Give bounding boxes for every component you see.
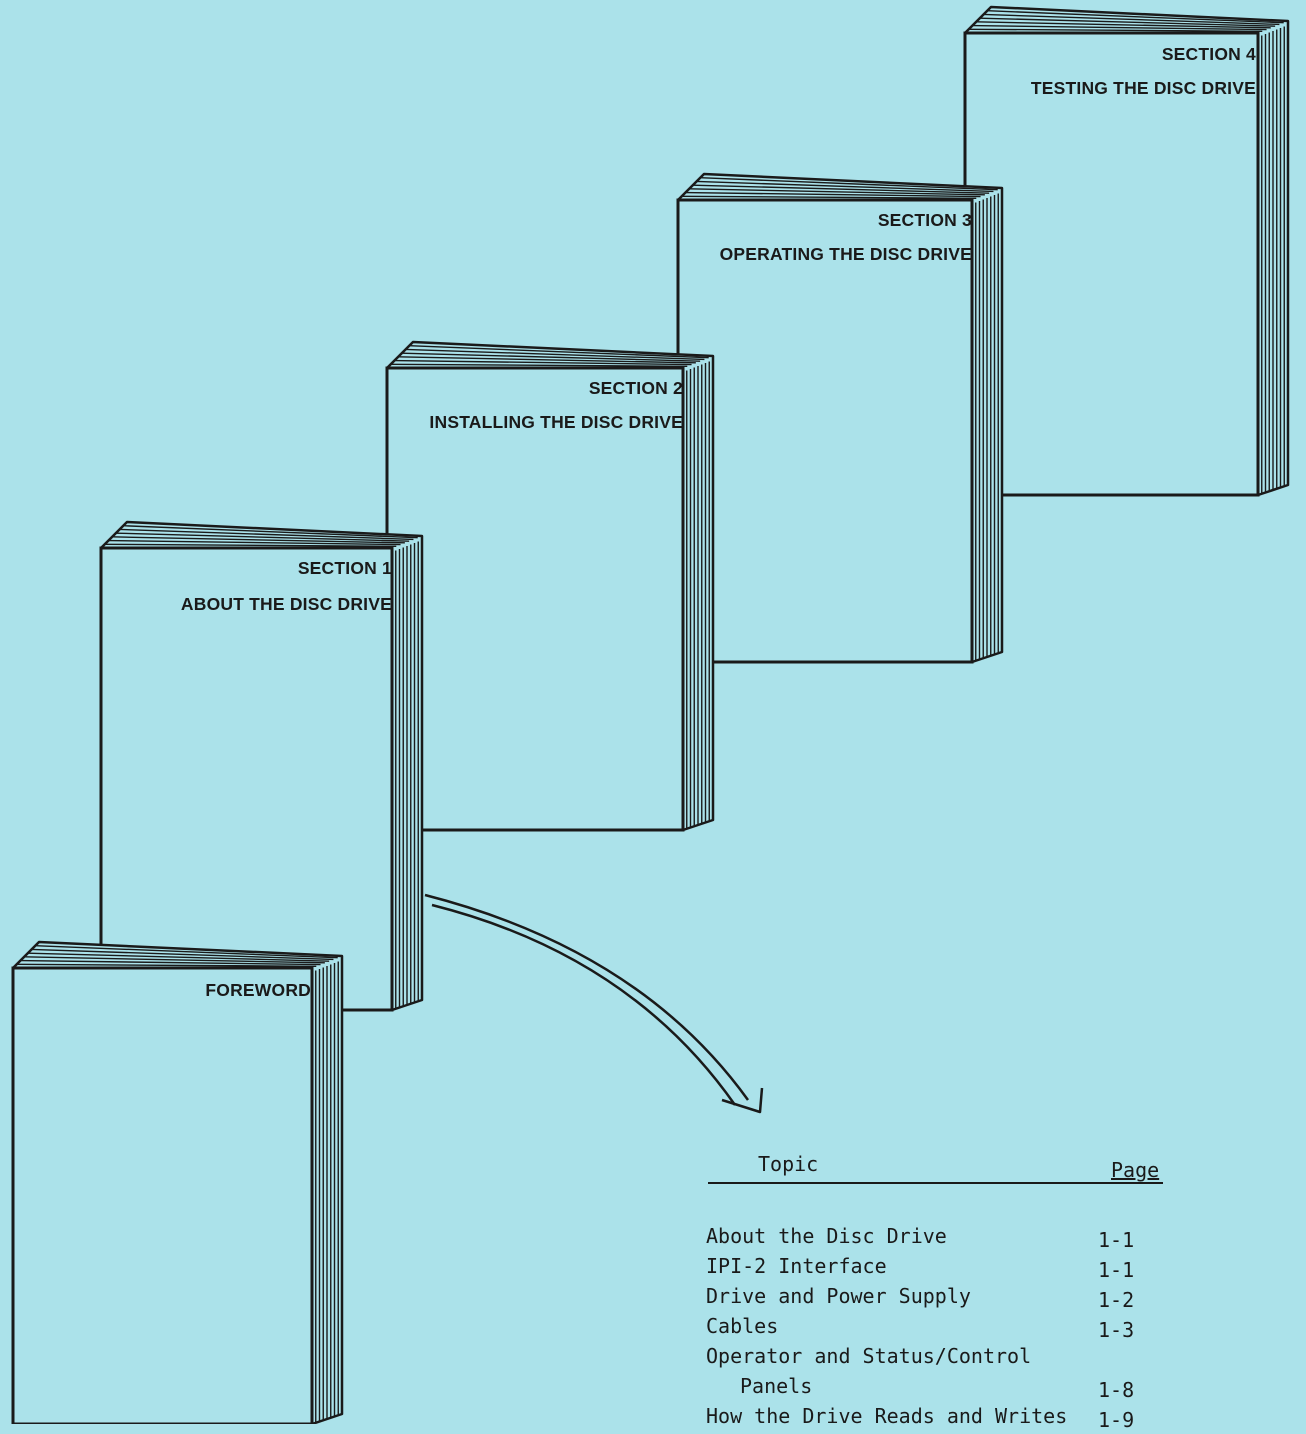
toc-page: 1-9: [1098, 1408, 1135, 1432]
toc-topic: How the Drive Reads and Writes: [706, 1404, 1068, 1428]
book-page-edge: [696, 180, 994, 193]
book-page-edge: [987, 10, 1284, 24]
toc-row: IPI-2 Interface 1-1: [703, 1254, 1173, 1284]
toc-page: 1-2: [1098, 1288, 1135, 1312]
toc-topic: Operator and Status/Control: [706, 1344, 1032, 1368]
toc-page: 1-1: [1098, 1228, 1135, 1252]
book-page-edge: [104, 543, 397, 547]
book-page-edge: [20, 959, 321, 966]
book-label-section-1-title: ABOUT THE DISC DRIVE: [180, 594, 392, 614]
book-page-edge: [968, 28, 1263, 32]
book-page-edge: [409, 345, 709, 359]
toc-row: Cables 1-3: [703, 1314, 1173, 1344]
book-page-edge: [692, 184, 990, 194]
book-label-section-2-number: SECTION 2: [588, 378, 683, 398]
toc-row: Panels 1-8: [703, 1374, 1173, 1404]
book-page-edge: [979, 17, 1276, 27]
book-label-section-3-title: OPERATING THE DISC DRIVE: [719, 244, 972, 264]
book-page-edge: [35, 945, 338, 959]
book-foreword: [11, 940, 344, 1424]
section-1-contents-table: Topic Page About the Disc Drive 1-1 IPI-…: [703, 1150, 1173, 1434]
book-cover: [385, 366, 685, 832]
book-page-edge: [398, 356, 696, 364]
book-cover: [99, 546, 394, 1012]
toc-header-rule: [708, 1182, 1163, 1184]
book-page-edge: [115, 532, 410, 542]
book-section-3: [676, 172, 1004, 664]
book-label-section-1-number: SECTION 1: [297, 558, 392, 578]
toc-rows: About the Disc Drive 1-1 IPI-2 Interface…: [703, 1224, 1173, 1434]
book-section-2: [385, 340, 715, 832]
toc-topic: Drive and Power Supply: [706, 1284, 971, 1308]
toc-topic: Cables: [706, 1314, 779, 1338]
pointer-arrow: [424, 893, 764, 1114]
book-page-edge: [681, 195, 977, 199]
toc-topic: IPI-2 Interface: [706, 1254, 887, 1278]
toc-header: Topic Page: [703, 1150, 1173, 1186]
book-cover: [963, 31, 1260, 497]
toc-page: 1-1: [1098, 1258, 1135, 1282]
book-page-edge: [972, 24, 1267, 31]
book-cover: [11, 966, 314, 1424]
toc-topic: Panels: [740, 1374, 813, 1398]
toc-header-topic: Topic: [758, 1152, 819, 1176]
book-label-section-2-title: INSTALLING THE DISC DRIVE: [429, 412, 683, 432]
toc-row: How the Drive Reads and Writes 1-9: [703, 1404, 1173, 1434]
book-page-edge: [700, 177, 998, 191]
book-page-edge: [689, 188, 985, 196]
book-label-foreword: FOREWORD: [205, 980, 311, 1000]
book-page-edge: [112, 536, 405, 544]
book-page-edge: [394, 359, 692, 366]
book-page-edge: [27, 952, 330, 962]
book-page-edge: [24, 956, 325, 964]
toc-topic: About the Disc Drive: [706, 1224, 947, 1248]
book-page-edge: [123, 525, 418, 539]
book-page-edge: [976, 21, 1271, 29]
book-label-section-3-number: SECTION 3: [877, 210, 972, 230]
book-page-edge: [405, 348, 705, 361]
toc-row: Operator and Status/Control: [703, 1344, 1173, 1374]
book-section-4: [963, 5, 1290, 497]
toc-row: Drive and Power Supply 1-2: [703, 1284, 1173, 1314]
toc-header-page: Page: [1111, 1158, 1160, 1182]
toc-row: About the Disc Drive 1-1: [703, 1224, 1173, 1254]
book-page-edge: [685, 191, 981, 198]
book-page-edge: [108, 539, 401, 546]
book-page-edge: [119, 528, 414, 541]
book-page-edge: [16, 963, 317, 967]
book-cover: [676, 198, 974, 664]
book-page-edge: [401, 352, 701, 362]
book-page-edge: [31, 948, 334, 961]
book-page-edge: [390, 363, 688, 367]
toc-page: 1-3: [1098, 1318, 1135, 1342]
toc-page: 1-8: [1098, 1378, 1135, 1402]
book-section-1: [99, 520, 424, 1012]
book-label-section-4-title: TESTING THE DISC DRIVE: [1030, 78, 1256, 98]
book-label-section-4-number: SECTION 4: [1161, 44, 1256, 64]
book-page-edge: [983, 13, 1280, 26]
